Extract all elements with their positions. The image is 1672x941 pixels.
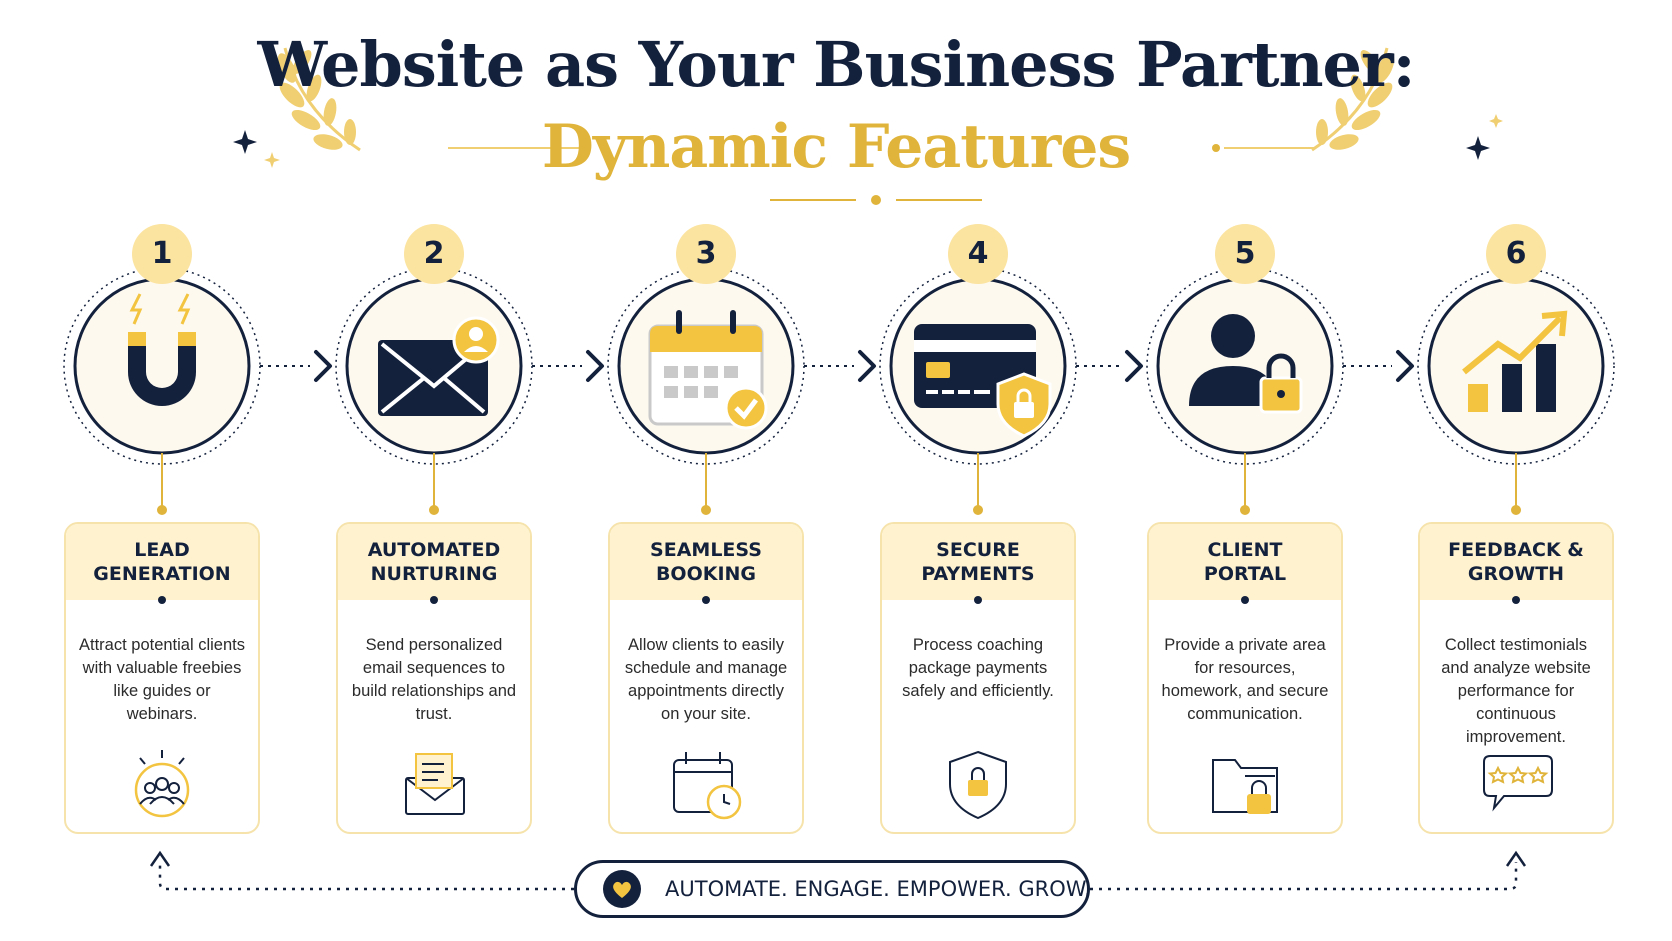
dashed-ring	[1417, 267, 1615, 465]
step-1	[63, 267, 332, 515]
sparkle-icon	[1489, 114, 1503, 128]
audience-icon	[134, 750, 190, 818]
heart-icon	[603, 870, 641, 908]
laurel-left-icon	[277, 47, 361, 152]
icon-circle	[73, 277, 251, 455]
feature-description: Send personalized email sequences to bui…	[351, 636, 517, 723]
feature-title: FEEDBACK &GROWTH	[1448, 539, 1584, 585]
calendar-check-icon	[648, 310, 768, 430]
tagline-banner: AUTOMATE. ENGAGE. EMPOWER. GROW.	[574, 860, 1091, 918]
chevron-right-icon	[858, 350, 876, 382]
step-6	[1417, 267, 1615, 515]
chevron-right-icon	[314, 350, 332, 382]
folder-lock-icon	[1212, 759, 1278, 814]
shield-lock-icon	[949, 750, 1007, 820]
user-lock-icon	[1189, 314, 1303, 414]
magnet-icon	[128, 293, 196, 406]
loop-arrow-right	[1090, 862, 1518, 891]
card-header: FEEDBACK &GROWTH	[1420, 524, 1612, 600]
feature-description: Collect testimonials and analyze website…	[1441, 636, 1591, 746]
step-number-badge: 4	[948, 224, 1008, 284]
tagline-text: AUTOMATE. ENGAGE. EMPOWER. GROW.	[665, 877, 1091, 901]
step-4	[879, 267, 1143, 515]
step-2	[335, 267, 604, 515]
step-number-badge: 1	[132, 224, 192, 284]
mail-letter-icon	[405, 753, 465, 815]
calendar-clock-icon	[673, 752, 742, 820]
step-number-badge: 2	[404, 224, 464, 284]
step-number-badge: 6	[1486, 224, 1546, 284]
laurel-right-icon	[1311, 47, 1395, 152]
chevron-right-icon	[1396, 350, 1414, 382]
credit-card-shield-icon	[914, 324, 1052, 438]
feature-card: FEEDBACK &GROWTH Collect testimonials and…	[1418, 522, 1614, 834]
growth-chart-icon	[1462, 310, 1568, 412]
star-rating-icon	[1483, 755, 1553, 812]
chevron-right-icon	[1125, 350, 1143, 382]
step-number-badge: 3	[676, 224, 736, 284]
chevron-right-icon	[586, 350, 604, 382]
sparkle-icon	[233, 130, 257, 154]
step-5	[1146, 267, 1414, 515]
page-title: Website as Your Business Partner:	[257, 28, 1415, 101]
sparkle-icon	[264, 152, 280, 168]
feature-description: Attract potential clients with valuable …	[79, 636, 245, 723]
loop-arrow-left	[158, 862, 574, 891]
feature-description: Provide a private area for resources, ho…	[1161, 636, 1329, 723]
step-number-badge: 5	[1215, 224, 1275, 284]
feature-description: Process coaching package payments safely…	[902, 636, 1054, 700]
envelope-user-icon	[378, 316, 500, 416]
icon-circle	[1156, 277, 1334, 455]
step-3	[607, 267, 876, 515]
sparkle-icon	[1466, 136, 1490, 160]
page-subtitle: Dynamic Features	[541, 112, 1131, 182]
feature-description: Allow clients to easily schedule and man…	[624, 636, 788, 723]
